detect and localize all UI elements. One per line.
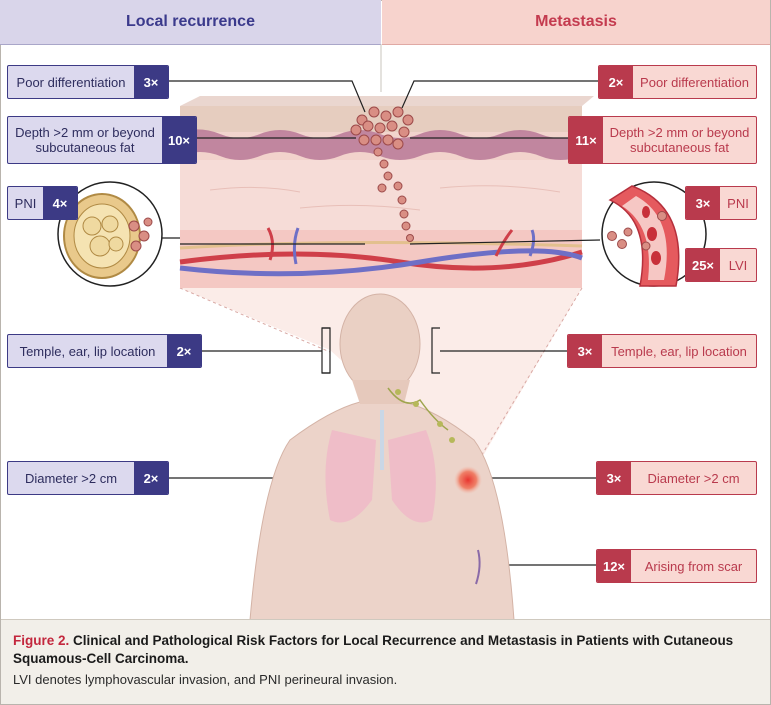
nerve-inset [57, 181, 163, 287]
mt-poor-differentiation-label: 2× Poor differentiation [598, 65, 757, 99]
lr-diameter-multiplier: 2× [134, 462, 168, 494]
lr-diameter-label: Diameter >2 cm 2× [7, 461, 169, 495]
vessel-inset [601, 181, 707, 287]
lr-pni-label: PNI 4× [7, 186, 78, 220]
lr-diameter-text: Diameter >2 cm [24, 470, 118, 486]
primary-lesion [454, 466, 482, 494]
mt-location-multiplier: 3× [568, 335, 602, 367]
mt-lvi-label: 25× LVI [685, 248, 757, 282]
caption-body: LVI denotes lymphovascular invasion, and… [13, 672, 398, 687]
tumor-cluster [350, 106, 414, 242]
lr-location-label: Temple, ear, lip location 2× [7, 334, 202, 368]
mt-pni-multiplier: 3× [686, 187, 720, 219]
mt-location-label: 3× Temple, ear, lip location [567, 334, 757, 368]
metastasis-header: Metastasis [382, 0, 770, 45]
local-recurrence-header: Local recurrence [0, 0, 381, 45]
lr-depth-label: Depth >2 mm or beyond subcutaneous fat 1… [7, 116, 197, 164]
mt-depth-multiplier: 11× [569, 117, 603, 163]
mt-poor-differentiation-multiplier: 2× [599, 66, 633, 98]
mt-diameter-label: 3× Diameter >2 cm [596, 461, 757, 495]
lr-poor-differentiation-label: Poor differentiation 3× [7, 65, 169, 99]
lr-poor-differentiation-text: Poor differentiation [16, 74, 126, 90]
lr-depth-text: Depth >2 mm or beyond subcutaneous fat [15, 125, 155, 155]
lr-pni-text: PNI [14, 195, 37, 211]
mt-pni-text: PNI [727, 195, 749, 211]
mt-diameter-text: Diameter >2 cm [647, 470, 740, 486]
lr-poor-differentiation-multiplier: 3× [134, 66, 168, 98]
mt-location-text: Temple, ear, lip location [611, 343, 747, 359]
mt-diameter-multiplier: 3× [597, 462, 631, 494]
lr-location-multiplier: 2× [167, 335, 201, 367]
lr-location-text: Temple, ear, lip location [19, 343, 156, 359]
metastasis-leaders [401, 80, 701, 566]
human-figure [249, 293, 515, 621]
scar-mark [475, 549, 481, 585]
mt-scar-label: 12× Arising from scar [596, 549, 757, 583]
mt-lvi-multiplier: 25× [686, 249, 720, 281]
skin-cross-section [179, 96, 594, 288]
mt-scar-multiplier: 12× [597, 550, 631, 582]
caption-title: Figure 2. Clinical and Pathological Risk… [13, 632, 743, 668]
mt-poor-differentiation-text: Poor differentiation [640, 74, 749, 90]
mt-depth-label: 11× Depth >2 mm or beyond subcutaneous f… [568, 116, 757, 164]
mt-pni-label: 3× PNI [685, 186, 757, 220]
caption-title-text: Clinical and Pathological Risk Factors f… [13, 633, 734, 666]
lr-pni-multiplier: 4× [43, 187, 77, 219]
mt-scar-text: Arising from scar [644, 558, 743, 574]
figure-label: Figure 2. [13, 633, 70, 648]
lr-depth-multiplier: 10× [162, 117, 196, 163]
figure-caption: Figure 2. Clinical and Pathological Risk… [1, 619, 770, 704]
mt-lvi-text: LVI [728, 257, 748, 273]
mt-depth-text: Depth >2 mm or beyond subcutaneous fat [609, 125, 750, 155]
